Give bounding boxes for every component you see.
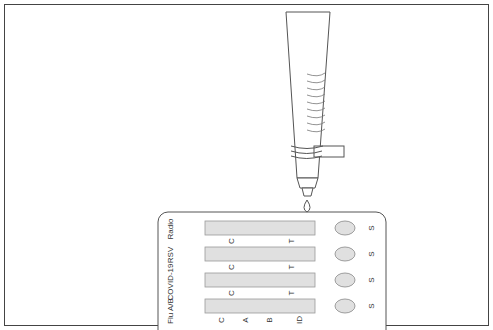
ridge-line xyxy=(307,129,325,132)
test-name: Radio xyxy=(167,219,175,240)
ridge-line xyxy=(307,108,325,111)
tube-ridges xyxy=(307,73,325,132)
test-cassette xyxy=(158,212,386,330)
line-mark: T xyxy=(288,291,296,296)
ridge-line xyxy=(307,87,325,90)
sample-mark: S xyxy=(368,251,376,256)
line-mark: C xyxy=(228,264,236,270)
sample-mark: S xyxy=(368,225,376,230)
line-mark: C xyxy=(228,290,236,296)
test-name: RSV xyxy=(167,247,175,263)
ridge-line xyxy=(307,94,325,97)
sample-drop xyxy=(304,200,310,212)
test-name: Flu A/B xyxy=(167,298,175,324)
sample-wells xyxy=(335,221,355,313)
ridge-line xyxy=(307,101,325,104)
line-mark: C xyxy=(228,238,236,244)
ridge-line xyxy=(307,73,325,76)
test-name: COVID-19 xyxy=(167,264,175,301)
ridge-line xyxy=(307,122,325,125)
frame xyxy=(5,5,489,326)
ridge-line xyxy=(307,80,325,83)
line-mark: T xyxy=(288,265,296,270)
line-mark: B xyxy=(266,317,274,322)
line-mark: T xyxy=(288,239,296,244)
dropper-tube xyxy=(286,12,344,196)
sample-mark: S xyxy=(368,277,376,282)
ridge-line xyxy=(307,115,325,118)
line-mark: C xyxy=(218,317,226,323)
id-mark: ID xyxy=(296,316,304,324)
test-strips xyxy=(205,221,315,313)
sample-mark: S xyxy=(368,303,376,308)
line-mark: A xyxy=(242,317,250,322)
